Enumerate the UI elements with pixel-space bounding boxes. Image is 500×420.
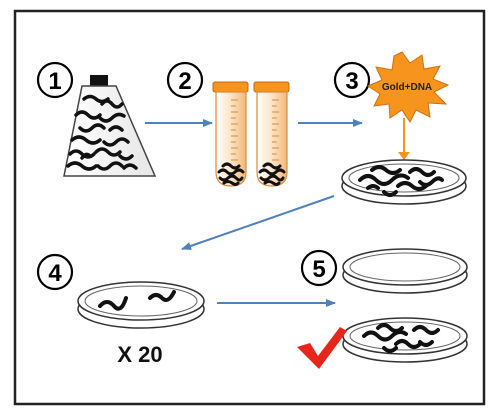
step-5-number: 5	[300, 249, 338, 287]
dish-4-worms	[98, 290, 176, 311]
centrifuge-tube-left	[212, 81, 249, 187]
step-4-number: 4	[36, 253, 74, 291]
svg-text:5: 5	[312, 256, 325, 283]
dish-3-worms	[358, 165, 444, 197]
svg-text:Gold+DNA: Gold+DNA	[382, 82, 432, 93]
arrow-step3-to-step4	[181, 195, 335, 250]
step-3-number: 3	[333, 61, 371, 99]
positive-screen-dish	[342, 317, 468, 363]
step-2-number: 2	[166, 61, 204, 99]
svg-text:2: 2	[178, 68, 191, 95]
centrifuge-tube-right	[253, 81, 290, 187]
recovery-dish	[77, 281, 205, 329]
tube-left-worm-pellet	[217, 162, 245, 186]
dish-5-worms	[362, 323, 440, 353]
tube-right-worm-pellet	[258, 162, 286, 186]
svg-text:4: 4	[48, 260, 62, 287]
checkmark-icon	[297, 327, 347, 369]
culture-flask	[63, 75, 157, 177]
step-1-number: 1	[36, 61, 74, 99]
gold-dna-starburst: Gold+DNA	[366, 51, 450, 123]
starburst-drop-arrowhead	[398, 152, 410, 160]
svg-text:3: 3	[345, 68, 358, 95]
svg-text:1: 1	[48, 68, 61, 95]
empty-screen-dish	[342, 248, 468, 294]
multiplier-label: X 20	[117, 342, 162, 367]
bombardment-dish	[341, 159, 467, 205]
flask-worms	[66, 94, 138, 171]
